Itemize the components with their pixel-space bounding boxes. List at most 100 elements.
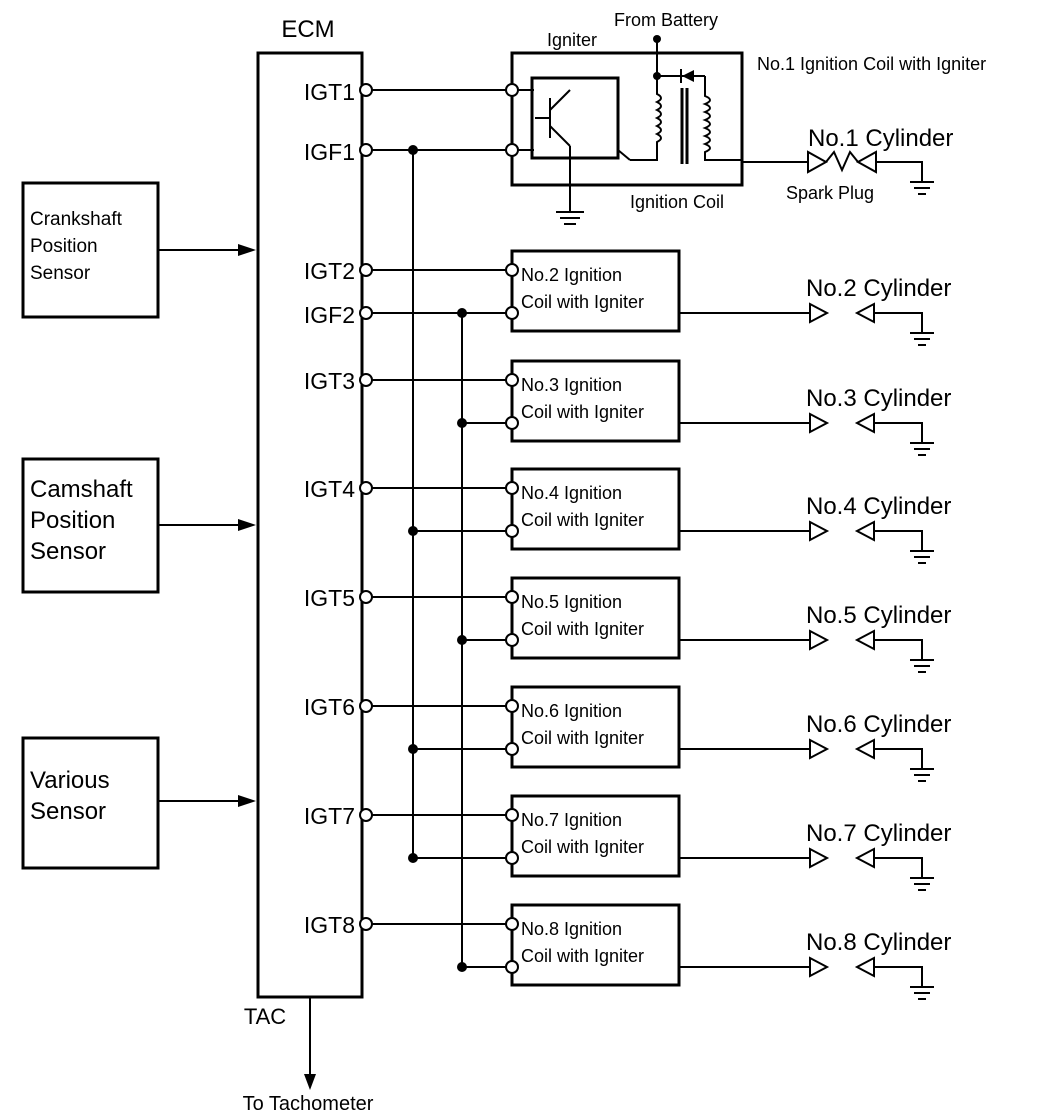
primary-coil-icon: [630, 76, 662, 161]
coil2-igt-terminal: [505, 263, 519, 277]
igt4-terminal: [359, 481, 373, 495]
cylinder8-electrode-icon: [809, 956, 830, 978]
coil1-assembly: Igniter From Battery No.1 Ignition Coil …: [510, 10, 986, 225]
ecm-label: ECM: [281, 16, 334, 43]
coil7-igt-terminal: [505, 808, 519, 822]
camshaft-sensor-label: Camshaft Position Sensor: [30, 476, 139, 565]
coil8-igf-terminal: [505, 960, 519, 974]
cylinder3-ground-electrode-icon: [854, 412, 875, 434]
coil1-title: No.1 Ignition Coil with Igniter: [757, 54, 986, 74]
igt1-label: IGT1: [304, 79, 355, 105]
igniter-box: [530, 76, 620, 160]
spark-plug-ground-electrode-icon: [855, 150, 877, 174]
coil2-igf-terminal: [505, 306, 519, 320]
coil3-title-line2: Coil with Igniter: [521, 402, 644, 422]
cylinder5-electrode-icon: [809, 629, 830, 651]
coil4-igt-terminal: [505, 481, 519, 495]
secondary-coil-icon: [702, 76, 742, 161]
coil8-box: [510, 903, 681, 987]
igt4-label: IGT4: [304, 476, 355, 502]
coil7-title-line2: Coil with Igniter: [521, 837, 644, 857]
battery-label: From Battery: [614, 10, 718, 30]
igt1-terminal: [359, 83, 373, 97]
igt8-label: IGT8: [304, 912, 355, 938]
igf3-junction: [457, 418, 467, 428]
coil3-box: [510, 359, 681, 443]
tac-label: TAC: [244, 1004, 286, 1029]
igf8-junction: [457, 962, 467, 972]
ignition-coil-label: Ignition Coil: [630, 192, 724, 212]
coil2-box: [510, 249, 681, 333]
cylinder1-spark-plug: No.1 Cylinder Spark Plug: [742, 125, 953, 203]
cylinder4-label: No.4 Cylinder: [806, 493, 951, 520]
coil5-title-line2: Coil with Igniter: [521, 619, 644, 639]
igf6-junction: [408, 744, 418, 754]
cylinder4-electrode-icon: [809, 520, 830, 542]
igt5-label: IGT5: [304, 585, 355, 611]
ecm-box: [256, 51, 364, 999]
coil3-igf-terminal: [505, 416, 519, 430]
cylinder5-label: No.5 Cylinder: [806, 602, 951, 629]
cylinder2-ground-electrode-icon: [854, 302, 875, 324]
igf4-junction: [408, 526, 418, 536]
igt5-terminal: [359, 590, 373, 604]
coil6-title-line1: No.6 Ignition: [521, 701, 622, 721]
igf1-label: IGF1: [304, 139, 355, 165]
cylinder2-electrode-icon: [809, 302, 830, 324]
cylinder6-ground-electrode-icon: [854, 738, 875, 760]
igt7-label: IGT7: [304, 803, 355, 829]
coil5-igt-terminal: [505, 590, 519, 604]
tachometer-arrow-icon: [304, 1074, 316, 1090]
coil1-igt-terminal: [505, 83, 519, 97]
igt6-label: IGT6: [304, 694, 355, 720]
coil5-igf-terminal: [505, 633, 519, 647]
coil6-box: [510, 685, 681, 769]
coil3-igt-terminal: [505, 373, 519, 387]
cylinder3-electrode-icon: [809, 412, 830, 434]
coil8-title-line2: Coil with Igniter: [521, 946, 644, 966]
cylinder1-label: No.1 Cylinder: [808, 125, 953, 152]
coil4-box: [510, 467, 681, 551]
igf2-label: IGF2: [304, 302, 355, 328]
igt7-terminal: [359, 808, 373, 822]
diode-icon: [682, 70, 694, 82]
igt3-label: IGT3: [304, 368, 355, 394]
igf1-terminal: [359, 143, 373, 157]
coil5-box: [510, 576, 681, 660]
coil6-igf-terminal: [505, 742, 519, 756]
spark-plug-label: Spark Plug: [786, 183, 874, 203]
coil2-title-line1: No.2 Ignition: [521, 265, 622, 285]
spark-plug-electrode-icon: [807, 150, 829, 174]
various-sensor-label: Various Sensor: [30, 767, 116, 825]
camshaft-arrow-icon: [238, 519, 256, 531]
cylinder7-electrode-icon: [809, 847, 830, 869]
crankshaft-sensor-label: Crankshaft Position Sensor: [30, 209, 127, 284]
coil4-title-line2: Coil with Igniter: [521, 510, 644, 530]
cylinder3-label: No.3 Cylinder: [806, 385, 951, 412]
cylinder5-ground-electrode-icon: [854, 629, 875, 651]
igniter-label: Igniter: [547, 30, 597, 50]
cylinder6-electrode-icon: [809, 738, 830, 760]
coil7-igf-terminal: [505, 851, 519, 865]
coil7-title-line1: No.7 Ignition: [521, 810, 622, 830]
coil3-title-line1: No.3 Ignition: [521, 375, 622, 395]
coil7-box: [510, 794, 681, 878]
coil1-igf-terminal: [505, 143, 519, 157]
various-sensor: Various Sensor: [21, 736, 256, 870]
tachometer-label: To Tachometer: [243, 1093, 374, 1115]
igt2-label: IGT2: [304, 258, 355, 284]
coil1-box: [510, 51, 744, 187]
coil6-igt-terminal: [505, 699, 519, 713]
spark-gap-icon: [825, 150, 859, 173]
coil2-title-line2: Coil with Igniter: [521, 292, 644, 312]
crankshaft-arrow-icon: [238, 244, 256, 256]
